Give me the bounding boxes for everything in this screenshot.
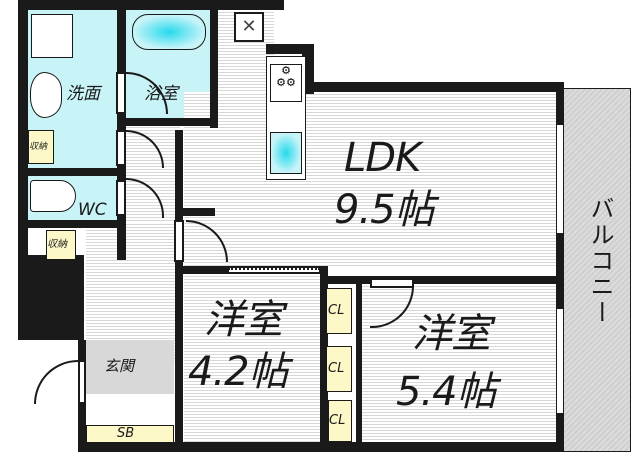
western-room-1-size: 4.2帖 xyxy=(188,349,289,395)
western-room-2-label: 洋室 xyxy=(412,311,491,357)
ldk-window[interactable] xyxy=(556,124,564,234)
wall-ldk-top xyxy=(302,82,564,92)
entrance-label: 玄関 xyxy=(104,357,135,375)
sliding-door-rail[interactable] xyxy=(228,268,320,273)
ldk-label: LDK xyxy=(344,135,421,181)
western-room-2-size: 5.4帖 xyxy=(396,369,497,415)
bath-door-leaf xyxy=(116,72,126,114)
western-room-1-floor xyxy=(184,274,320,442)
wall-toilet-bottom xyxy=(27,220,120,228)
ldk-size: 9.5帖 xyxy=(334,187,435,233)
wash-door-leaf xyxy=(116,130,126,166)
closet-1-label: CL xyxy=(328,303,345,318)
wall-ldk-stub xyxy=(175,208,215,216)
wall-kitchen-top xyxy=(266,44,312,54)
storage-2-label: 収納 xyxy=(47,239,67,250)
wall-wash-bottom xyxy=(27,168,120,176)
wall-bath-bottom xyxy=(120,118,218,126)
bathroom-label: 浴室 xyxy=(144,84,178,104)
closet-1 xyxy=(326,288,352,334)
shoe-box xyxy=(86,425,174,443)
wall-left-block xyxy=(18,255,84,340)
entrance-floor xyxy=(86,340,174,394)
wall-closet-right xyxy=(356,284,362,446)
room2-door-leaf xyxy=(370,278,414,288)
front-door[interactable] xyxy=(34,360,78,404)
wall-right xyxy=(556,82,564,452)
wall-left xyxy=(18,0,28,340)
hallway-lower-floor xyxy=(86,222,176,340)
washroom-label: 洗面 xyxy=(66,84,100,104)
storage-1-label: 収納 xyxy=(29,142,48,152)
wall-corridor xyxy=(175,130,183,442)
wall-bottom xyxy=(78,442,564,452)
shoe-box-label: SB xyxy=(117,426,135,441)
bathtub xyxy=(132,14,206,50)
ldk-door-leaf xyxy=(174,220,184,262)
wall-ldk-bottom-right xyxy=(320,276,560,284)
stove: ⚙⚙⚙ xyxy=(270,64,302,102)
toilet-door-leaf xyxy=(116,180,126,216)
closet-2 xyxy=(326,346,352,392)
wash-basin xyxy=(30,72,62,118)
kitchen-sink xyxy=(270,132,302,174)
storage-2 xyxy=(46,230,76,260)
closet-3 xyxy=(328,400,352,442)
exhaust-vent: ✕ xyxy=(234,12,264,42)
closet-3-label: CL xyxy=(329,413,346,428)
wall-top-left xyxy=(18,0,284,10)
balcony-label: バルコニー xyxy=(586,196,614,326)
western-room-1-label: 洋室 xyxy=(204,297,283,343)
wall-room-divider xyxy=(320,266,328,446)
closet-2-label: CL xyxy=(328,361,345,376)
toilet-label: WC xyxy=(78,200,107,220)
room2-window[interactable] xyxy=(556,308,564,414)
washer-pan xyxy=(31,14,73,58)
storage-1 xyxy=(28,130,54,164)
front-door-leaf xyxy=(78,360,86,404)
balcony-area xyxy=(563,88,631,452)
wall-bath-right xyxy=(210,10,218,128)
toilet-fixture xyxy=(30,180,76,212)
ldk-floor xyxy=(184,92,556,268)
